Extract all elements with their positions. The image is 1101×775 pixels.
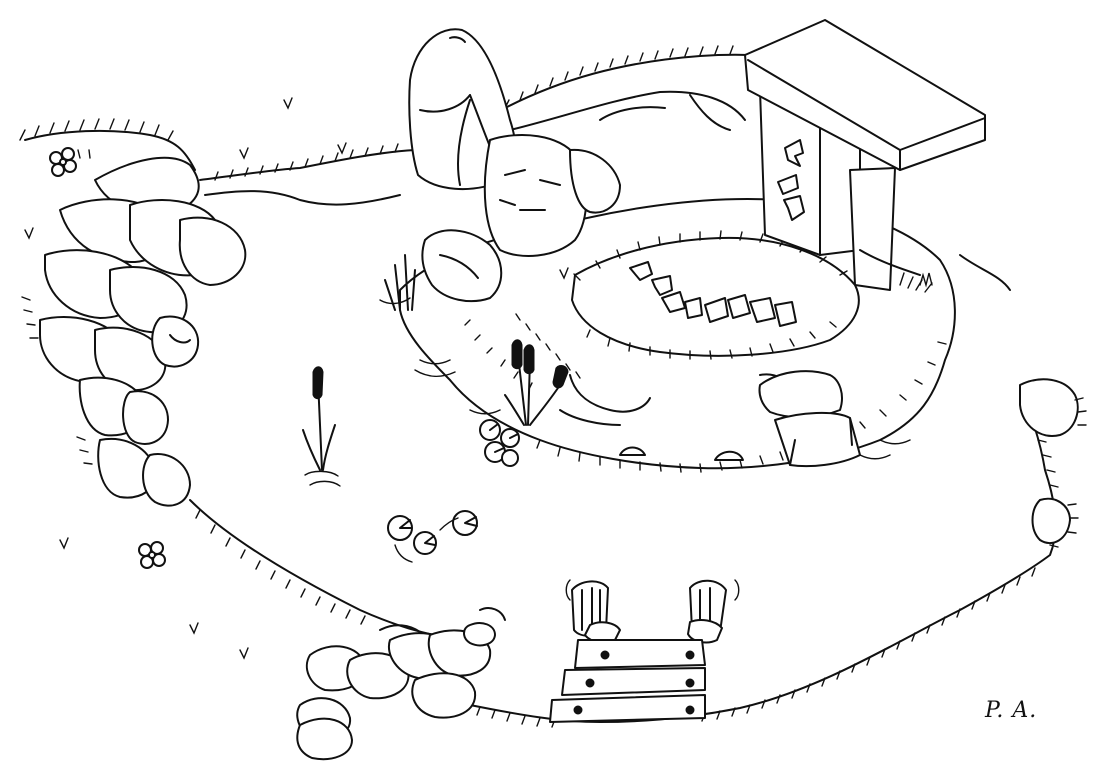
left-rock-wall	[20, 119, 245, 506]
artist-signature: P. A.	[985, 698, 1038, 723]
stepping-stones	[297, 608, 505, 759]
wooden-bridge	[550, 580, 739, 722]
stone-steps	[759, 371, 860, 466]
right-bank-rocks	[960, 255, 1086, 543]
stone-tablet	[745, 20, 985, 292]
cattail-cluster-right	[505, 340, 568, 425]
cattails	[303, 255, 568, 486]
flower-top-left	[50, 148, 76, 176]
reeds-island-left	[380, 255, 415, 310]
back-grass-bank	[200, 46, 820, 205]
grass-tufts	[25, 98, 932, 658]
flower-bottom-left	[139, 542, 165, 568]
standing-stone	[409, 29, 620, 301]
lily-pads	[388, 420, 519, 562]
lily-pad-group-island	[480, 420, 519, 466]
cattail-cluster-left	[303, 367, 340, 486]
rune-ledge	[630, 262, 796, 326]
flowers	[50, 148, 165, 568]
lily-pad-group-center	[388, 511, 477, 562]
